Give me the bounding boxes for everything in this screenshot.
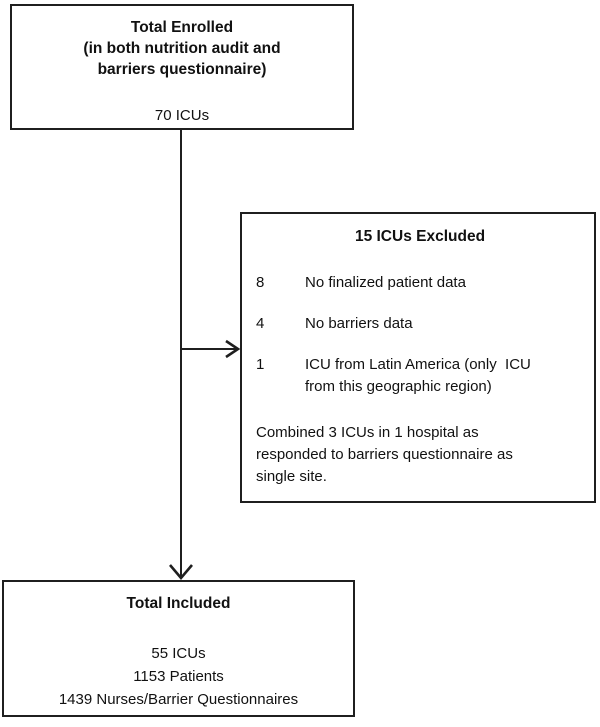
excluded-item-count: 8 (256, 274, 265, 291)
total-included-counts: 55 ICUs 1153 Patients 1439 Nurses/Barrie… (4, 642, 353, 711)
excluded-note: Combined 3 ICUs in 1 hospital as respond… (256, 424, 513, 485)
total-enrolled-count: 70 ICUs (154, 107, 210, 124)
excluded-item-count: 4 (256, 315, 265, 332)
total-included-title: Total Included (126, 595, 231, 612)
total-enrolled-title-line: Total Enrolled (130, 19, 234, 36)
down-arrowhead-icon (169, 564, 193, 581)
excluded-item-text: ICU from Latin America (only ICU from th… (305, 356, 531, 395)
excluded-item-text: No finalized patient data (305, 274, 466, 291)
total-included-count-line: 1153 Patients (133, 668, 224, 685)
excluded-item: 8 No finalized patient data (256, 272, 584, 294)
total-included-count-line: 55 ICUs (151, 645, 206, 662)
excluded-item-count: 1 (256, 356, 265, 373)
total-enrolled-title-line: (in both nutrition audit and (83, 40, 281, 57)
total-enrolled-title-line: barriers questionnaire) (97, 61, 267, 78)
excluded-item-text: No barriers data (305, 315, 413, 332)
total-included-count-line: 1439 Nurses/Barrier Questionnaires (58, 691, 299, 708)
excluded-box: 15 ICUs Excluded 8 No finalized patient … (240, 212, 596, 503)
total-enrolled-title: Total Enrolled (in both nutrition audit … (12, 17, 352, 80)
right-arrowhead-icon (225, 339, 241, 359)
excluded-item: 1 ICU from Latin America (only ICU from … (256, 354, 584, 398)
excluded-item: 4 No barriers data (256, 313, 584, 335)
total-included-box: Total Included 55 ICUs 1153 Patients 143… (2, 580, 355, 717)
excluded-title: 15 ICUs Excluded (354, 228, 486, 245)
total-enrolled-box: Total Enrolled (in both nutrition audit … (10, 4, 354, 130)
